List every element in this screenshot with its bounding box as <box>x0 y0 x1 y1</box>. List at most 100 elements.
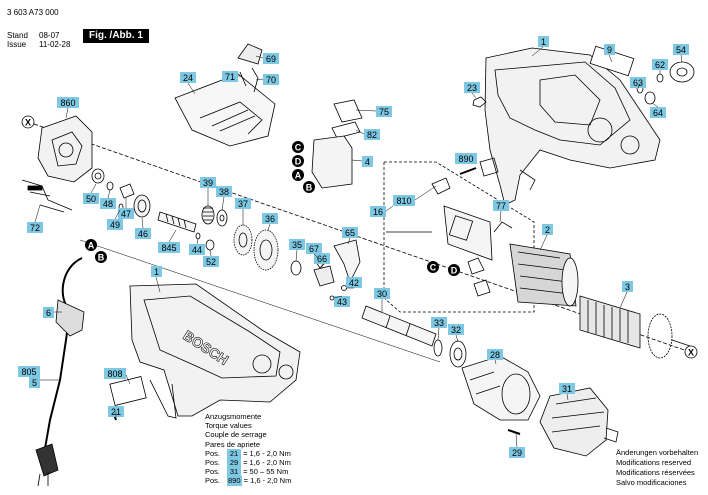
note-en: Modifications reserved <box>616 458 692 467</box>
screw-890 <box>459 167 477 175</box>
svg-text:1: 1 <box>154 267 159 277</box>
svg-text:23: 23 <box>467 83 477 93</box>
marker-a-upper: A <box>292 169 304 181</box>
torque-value: = 1,6 - 2,0 Nm <box>243 448 291 458</box>
stand-value: 08-07 <box>39 31 60 40</box>
bracket-75 <box>333 99 363 123</box>
label-64: 64 <box>650 107 666 118</box>
svg-text:43: 43 <box>337 297 347 307</box>
marker-d-upper: D <box>292 155 304 167</box>
stand-label: Stand <box>7 31 28 40</box>
label-31: 31 <box>559 383 575 394</box>
clip-77 <box>493 221 513 233</box>
svg-text:72: 72 <box>30 223 40 233</box>
housing-lower: BOSCH <box>129 283 301 419</box>
svg-text:B: B <box>306 183 313 193</box>
spring-70 <box>251 67 259 93</box>
svg-text:69: 69 <box>266 54 276 64</box>
modification-notes: Änderungen vorbehalten Modifications res… <box>616 448 698 488</box>
marker-b-upper: B <box>303 181 315 193</box>
svg-text:75: 75 <box>379 107 389 117</box>
svg-text:82: 82 <box>367 130 377 140</box>
label-65: 65 <box>342 227 358 238</box>
gear-46 <box>133 194 151 218</box>
svg-text:77: 77 <box>496 201 506 211</box>
label-5: 5 <box>29 377 40 388</box>
svg-text:28: 28 <box>490 350 500 360</box>
label-29: 29 <box>509 447 525 458</box>
svg-text:64: 64 <box>653 108 663 118</box>
label-75: 75 <box>376 106 392 117</box>
svg-text:71: 71 <box>225 72 235 82</box>
gear-37 <box>233 224 253 256</box>
svg-text:50: 50 <box>86 194 96 204</box>
issue-value: 11-02-28 <box>39 40 71 49</box>
ring-38 <box>216 209 228 227</box>
torque-row: Pos.29 = 1,6 - 2,0 Nm <box>205 458 291 468</box>
svg-text:29: 29 <box>512 448 522 458</box>
torque-row: Pos.31 = 50 – 55 Nm <box>205 467 289 477</box>
label-6: 6 <box>43 307 54 318</box>
svg-text:D: D <box>451 266 458 276</box>
label-32: 32 <box>448 324 464 335</box>
bearing-32-inner <box>453 347 463 361</box>
note-fr: Modifications réservées <box>616 468 695 477</box>
svg-text:890: 890 <box>458 154 473 164</box>
svg-text:808: 808 <box>107 369 122 379</box>
svg-text:30: 30 <box>377 289 387 299</box>
part-54-collar <box>669 61 695 83</box>
part-66 <box>313 265 335 287</box>
label-52: 52 <box>203 256 219 267</box>
ring-35 <box>290 260 302 276</box>
front-housing-28 <box>461 355 541 421</box>
switch-button-69 <box>237 43 263 65</box>
label-808 <box>109 375 147 407</box>
part-44 <box>195 232 201 240</box>
label-44: 44 <box>189 244 205 255</box>
label-845: 845 <box>158 242 180 253</box>
svg-text:70: 70 <box>266 75 276 85</box>
part-64-ring <box>644 91 656 105</box>
label-805: 805 <box>18 366 40 377</box>
label-1-upper: 1 <box>538 36 549 47</box>
torque-row: Pos.21 = 1,6 - 2,0 Nm <box>205 448 291 459</box>
svg-text:5: 5 <box>32 378 37 388</box>
torque-title-fr: Couple de serrage <box>205 430 267 440</box>
label-63: 63 <box>630 77 646 88</box>
svg-text:810: 810 <box>396 196 411 206</box>
svg-text:4: 4 <box>365 157 370 167</box>
torque-pos-number: 31 <box>227 467 241 477</box>
label-23: 23 <box>464 82 480 93</box>
label-66: 66 <box>314 253 330 264</box>
torque-pos-number: 890 <box>227 476 242 486</box>
brush-810 <box>431 177 451 195</box>
leader-lines <box>34 46 683 448</box>
switch-cover <box>174 73 276 147</box>
svg-text:1: 1 <box>541 37 546 47</box>
label-70: 70 <box>263 74 279 85</box>
svg-text:C: C <box>430 263 437 273</box>
torque-value: = 1,6 - 2,0 Nm <box>243 476 292 486</box>
ring-33 <box>433 339 443 357</box>
note-de: Änderungen vorbehalten <box>616 448 699 457</box>
svg-text:62: 62 <box>655 60 665 70</box>
svg-text:3: 3 <box>625 282 630 292</box>
screw-29 <box>507 429 521 435</box>
lever-72-slot <box>27 185 43 191</box>
svg-text:16: 16 <box>373 207 383 217</box>
svg-text:845: 845 <box>161 243 176 253</box>
part-65 <box>333 239 361 284</box>
part-23-nut <box>472 96 487 108</box>
torque-title-de: Anzugsmomente <box>205 412 262 421</box>
svg-text:46: 46 <box>138 229 148 239</box>
svg-text:35: 35 <box>292 240 302 250</box>
label-48: 48 <box>100 198 116 209</box>
svg-text:39: 39 <box>203 178 213 188</box>
svg-text:49: 49 <box>110 220 120 230</box>
svg-text:X: X <box>688 348 694 358</box>
marker-b-lower: B <box>95 251 107 263</box>
part-82 <box>331 121 361 139</box>
bearing-50-inner <box>94 172 102 180</box>
label-39: 39 <box>200 177 216 188</box>
label-33: 33 <box>431 317 447 328</box>
